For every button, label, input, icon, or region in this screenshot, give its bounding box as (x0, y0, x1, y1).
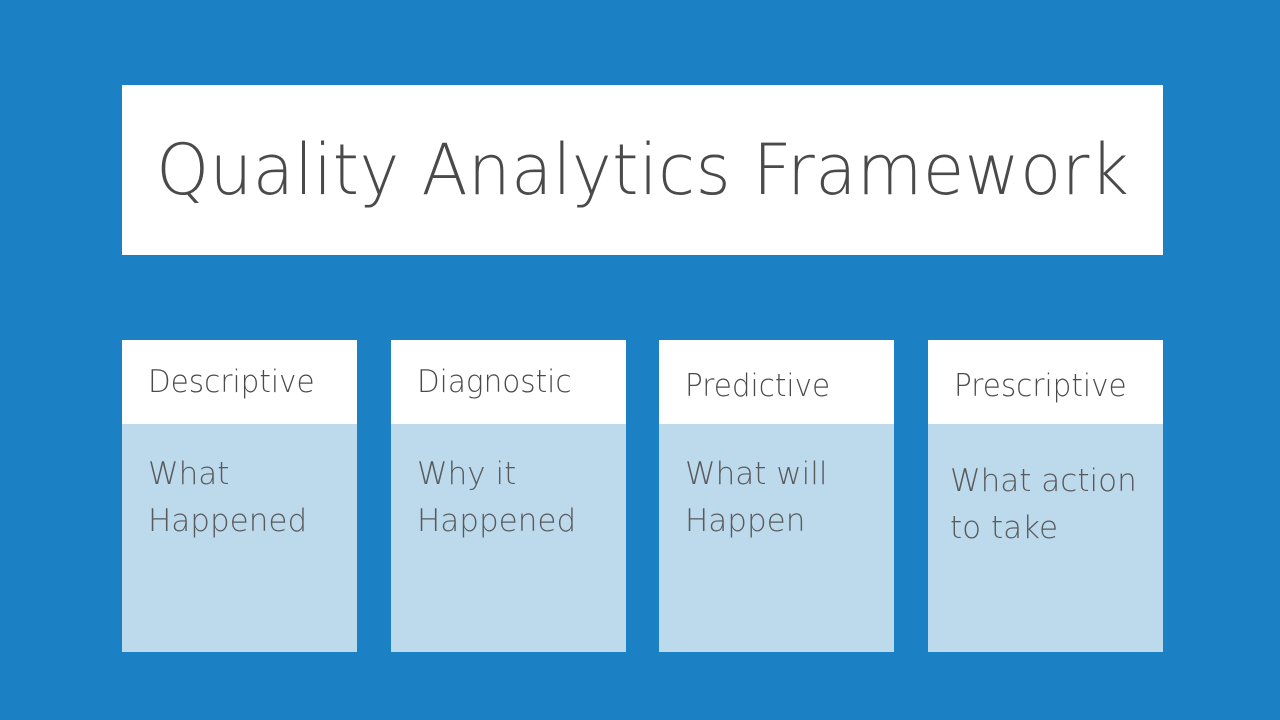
card-body-descriptive: What Happened (122, 424, 357, 545)
card-description-diagnostic: Why it Happened (417, 456, 577, 539)
card-body-diagnostic: Why it Happened (391, 424, 626, 545)
analytics-card-diagnostic[interactable]: Diagnostic Why it Happened (391, 340, 626, 652)
page-title: Quality Analytics Framework (156, 129, 1129, 211)
analytics-card-descriptive[interactable]: Descriptive What Happened (122, 340, 357, 652)
card-description-prescriptive: What action to take (950, 463, 1137, 546)
card-header-descriptive: Descriptive (122, 340, 357, 424)
analytics-card-prescriptive[interactable]: Prescriptive What action to take (928, 340, 1163, 652)
card-header-prescriptive: Prescriptive (928, 340, 1163, 424)
card-title-descriptive: Descriptive (148, 363, 315, 400)
card-header-diagnostic: Diagnostic (391, 340, 626, 424)
analytics-card-row: Descriptive What Happened Diagnostic Why… (122, 340, 1163, 652)
card-title-diagnostic: Diagnostic (417, 363, 572, 400)
card-description-descriptive: What Happened (148, 456, 308, 539)
card-title-prescriptive: Prescriptive (954, 368, 1127, 404)
card-description-predictive: What will Happen (685, 456, 828, 539)
card-header-predictive: Predictive (659, 340, 894, 424)
analytics-card-predictive[interactable]: Predictive What will Happen (659, 340, 894, 652)
card-body-prescriptive: What action to take (928, 424, 1163, 552)
card-body-predictive: What will Happen (659, 424, 894, 545)
title-banner: Quality Analytics Framework (122, 85, 1163, 255)
card-title-predictive: Predictive (685, 368, 831, 404)
